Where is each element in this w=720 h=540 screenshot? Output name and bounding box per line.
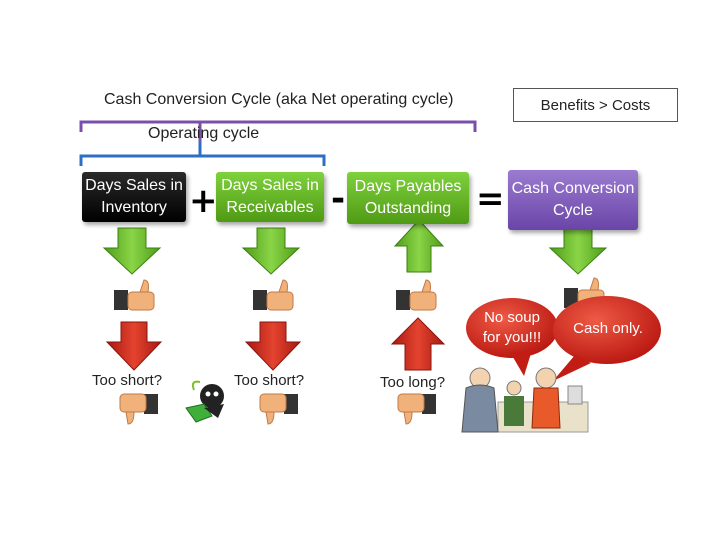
equals-operator: =	[476, 179, 505, 219]
up-arrow-icon	[390, 317, 446, 371]
dpo-outcome-label: Too long?	[380, 374, 446, 391]
dsi-label: Days Sales in Inventory	[85, 177, 183, 216]
plus-operator: +	[189, 181, 218, 221]
thumbs-down-icon	[259, 393, 298, 425]
down-arrow-icon	[105, 321, 163, 371]
character-clipart-icon	[185, 380, 224, 423]
benefits-costs-box: Benefits > Costs	[513, 88, 678, 122]
speech-bubble-icon	[553, 296, 661, 381]
dsi-box: Days Sales in Inventory	[82, 172, 186, 222]
down-arrow-icon	[548, 227, 608, 275]
operating-cycle-label: Operating cycle	[148, 125, 260, 142]
net-operating-brace	[79, 120, 477, 142]
dsr-box: Days Sales in Receivables	[216, 172, 324, 222]
thumbs-up-icon	[114, 279, 155, 311]
dpo-box: Days Payables Outstanding	[347, 172, 469, 224]
dsr-outcome-label: Too short?	[234, 372, 305, 389]
operating-cycle-brace	[79, 142, 326, 166]
speech-bubble-icon	[466, 298, 558, 376]
thumbs-up-icon	[253, 279, 294, 311]
thumbs-up-icon	[396, 279, 437, 311]
up-arrow-icon	[393, 219, 445, 273]
ccc-box: Cash Conversion Cycle	[508, 170, 638, 230]
dsi-outcome-label: Too short?	[92, 372, 163, 389]
thumbs-down-icon	[119, 393, 158, 425]
down-arrow-icon	[102, 227, 162, 275]
soup-speech-text: No soup for you!!!	[482, 309, 542, 346]
benefits-costs-label: Benefits > Costs	[540, 96, 651, 114]
thumbs-down-icon	[397, 393, 436, 425]
minus-operator: -	[331, 179, 346, 219]
people-clipart-icon	[461, 367, 589, 433]
dsr-label: Days Sales in Receivables	[221, 177, 319, 216]
down-arrow-icon	[241, 227, 301, 275]
down-arrow-icon	[244, 321, 302, 371]
ccc-label: Cash Conversion Cycle	[511, 180, 635, 219]
cash-speech-text: Cash only.	[573, 320, 643, 337]
dpo-label: Days Payables Outstanding	[354, 178, 462, 217]
thumbs-up-icon	[564, 277, 605, 309]
diagram-title: Cash Conversion Cycle (aka Net operating…	[104, 91, 454, 108]
